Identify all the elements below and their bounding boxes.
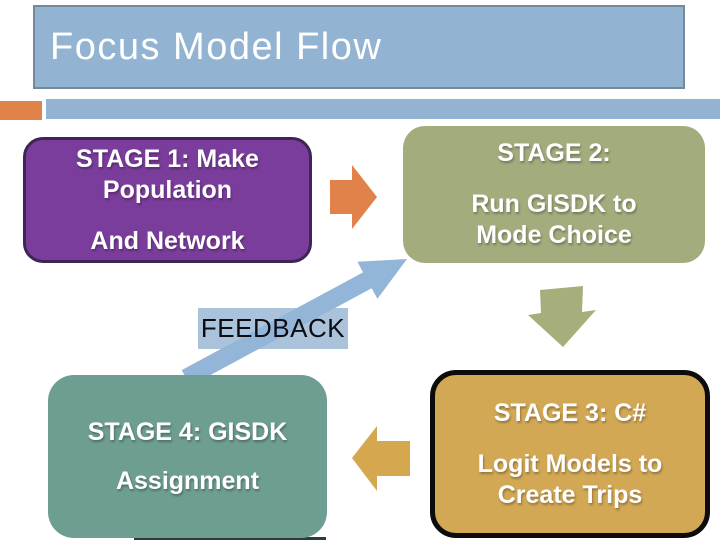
arrow-stage1-to-stage2 <box>330 165 377 229</box>
stage-3-box: STAGE 3: C# Logit Models to Create Trips <box>430 370 710 538</box>
bottom-edge-shape <box>134 537 326 540</box>
arrow-stage3-to-stage4 <box>352 426 410 491</box>
accent-band-blue-bar <box>46 99 720 119</box>
stage-1-box: STAGE 1: Make Population And Network <box>23 137 312 263</box>
slide-title-bar: Focus Model Flow <box>33 5 685 89</box>
stage-3-subtitle-line-1: Logit Models to <box>477 449 663 478</box>
stage-4-box: STAGE 4: GISDK Assignment <box>48 375 327 538</box>
stage-4-title: STAGE 4: GISDK <box>87 417 288 446</box>
stage-2-box: STAGE 2: Run GISDK to Mode Choice <box>403 126 705 263</box>
stage-3-subtitle-line-2: Create Trips <box>497 480 643 509</box>
arrow-stage2-to-stage3 <box>528 286 596 347</box>
stage-2-subtitle-line-1: Run GISDK to <box>471 190 637 218</box>
slide-title: Focus Model Flow <box>50 25 383 68</box>
stage-3-title: STAGE 3: C# <box>493 398 647 427</box>
stage-2-subtitle-line-2: Mode Choice <box>476 221 632 249</box>
stage-2-title: STAGE 2: <box>497 139 611 167</box>
stage-4-subtitle: Assignment <box>115 466 260 495</box>
feedback-label-text: FEEDBACK <box>200 313 346 343</box>
stage-1-subtitle: And Network <box>90 226 245 255</box>
stage-1-title-line-1: STAGE 1: Make <box>76 144 259 173</box>
stage-1-title-line-2: Population <box>102 175 233 204</box>
accent-band-orange-block <box>0 101 42 120</box>
